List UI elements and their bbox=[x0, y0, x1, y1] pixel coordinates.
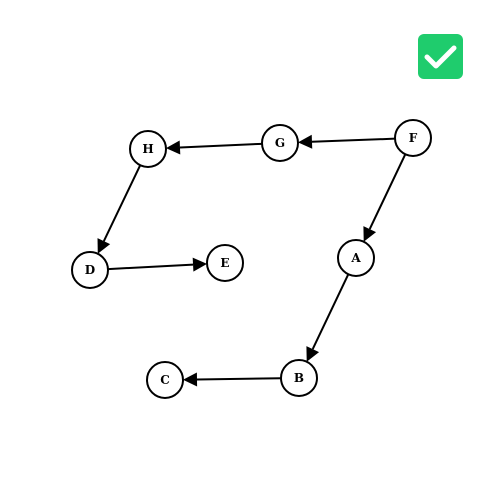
edge-line bbox=[102, 164, 142, 242]
edge-line bbox=[107, 263, 194, 271]
edges-layer bbox=[97, 134, 407, 387]
node-label: D bbox=[85, 263, 95, 277]
node-circle bbox=[280, 359, 318, 397]
node-circle bbox=[261, 124, 299, 162]
node-label: G bbox=[275, 136, 285, 150]
arrowhead bbox=[306, 346, 320, 362]
arrowhead bbox=[192, 257, 208, 272]
node-circle bbox=[129, 130, 167, 168]
edge-A-B bbox=[306, 273, 350, 362]
edge-G-H bbox=[165, 140, 263, 155]
node-A: A bbox=[337, 239, 375, 277]
nodes-layer: F G H A D E B C bbox=[71, 119, 432, 399]
edge-B-C bbox=[182, 372, 282, 387]
edge-line bbox=[368, 153, 407, 230]
edge-line bbox=[311, 273, 350, 350]
node-F: F bbox=[394, 119, 432, 157]
node-G: G bbox=[261, 124, 299, 162]
node-label: F bbox=[409, 131, 418, 145]
status-badge bbox=[418, 34, 463, 79]
edge-F-G bbox=[297, 134, 396, 149]
edge-D-E bbox=[107, 257, 208, 272]
arrowhead bbox=[97, 238, 111, 254]
node-circle bbox=[71, 251, 109, 289]
node-label: E bbox=[220, 256, 229, 270]
arrowhead bbox=[165, 140, 181, 155]
edge-line bbox=[311, 137, 396, 143]
node-D: D bbox=[71, 251, 109, 289]
node-label: B bbox=[294, 371, 304, 385]
checkmark-icon bbox=[418, 34, 463, 79]
node-H: H bbox=[129, 130, 167, 168]
node-label: H bbox=[142, 142, 153, 156]
edge-F-A bbox=[363, 153, 407, 242]
node-C: C bbox=[146, 361, 184, 399]
node-label: C bbox=[160, 373, 170, 387]
edge-H-D bbox=[97, 164, 142, 254]
arrowhead bbox=[297, 134, 313, 149]
node-B: B bbox=[280, 359, 318, 397]
arrowhead bbox=[182, 372, 198, 387]
node-circle bbox=[146, 361, 184, 399]
node-circle bbox=[337, 239, 375, 277]
node-label: A bbox=[350, 251, 361, 265]
edge-line bbox=[196, 377, 282, 381]
edge-line bbox=[179, 142, 263, 149]
node-circle bbox=[394, 119, 432, 157]
arrowhead bbox=[363, 226, 377, 242]
node-E: E bbox=[206, 244, 244, 282]
node-circle bbox=[206, 244, 244, 282]
